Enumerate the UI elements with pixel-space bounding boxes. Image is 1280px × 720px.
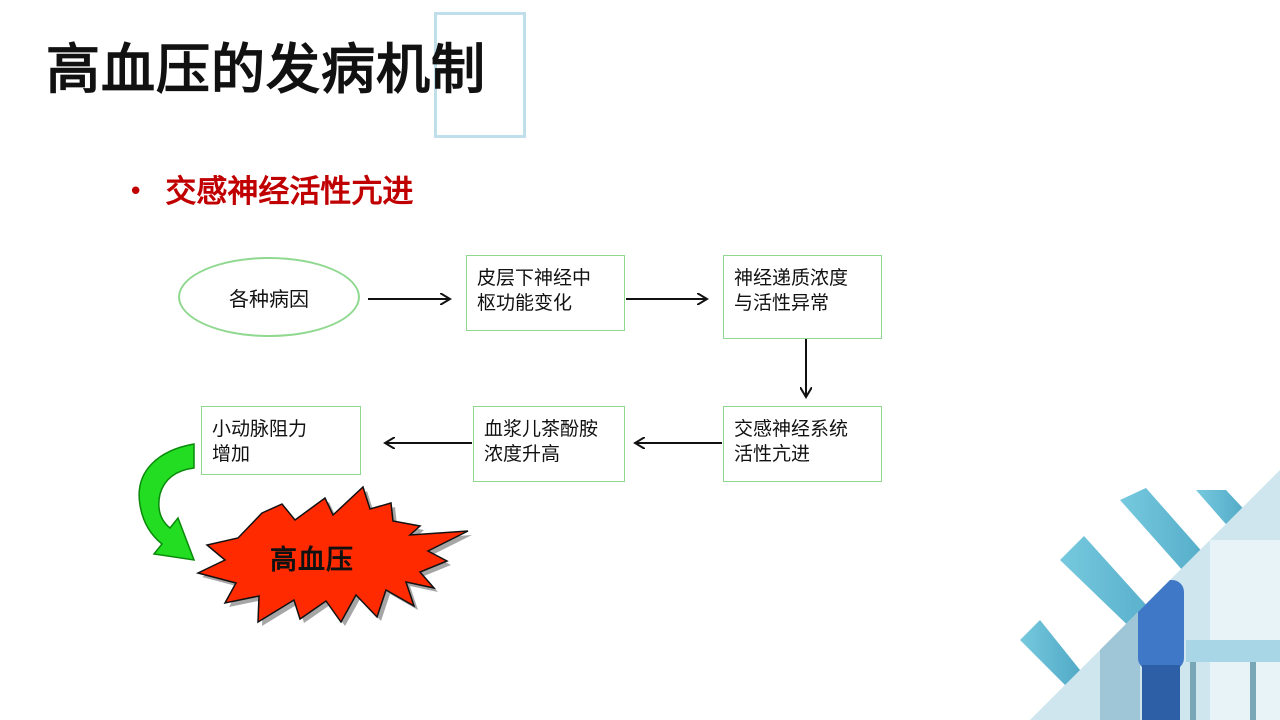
node-sympathetic-line2: 活性亢进 [734,443,811,465]
page-title: 高血压的发病机制 [46,38,486,101]
node-plasma-line1: 血浆儿茶酚胺 [484,418,599,440]
node-sympathetic-line1: 交感神经系统 [734,418,849,440]
node-arteriole-line2: 增加 [212,443,251,465]
node-arteriole-line1: 小动脉阻力 [212,418,308,440]
node-plasma-line2: 浓度升高 [484,443,561,465]
node-neurotransmitter-line2: 与活性异常 [734,292,830,314]
starburst-burst [195,485,469,624]
bullet-dot-icon: • [128,177,144,207]
node-neurotransmitter: 神经递质浓度 与活性异常 [723,255,882,339]
bullet-text: 交感神经活性亢进 [165,174,414,210]
node-subcortical-line2: 枢功能变化 [477,292,573,314]
node-sympathetic-system: 交感神经系统 活性亢进 [723,406,882,482]
node-causes: 各种病因 [178,257,360,337]
curved-arrow-icon [138,443,196,561]
node-subcortical-center: 皮层下神经中 枢功能变化 [466,255,625,331]
node-subcortical-line1: 皮层下神经中 [477,267,592,289]
bullet-item: • 交感神经活性亢进 [128,172,413,212]
node-plasma-catecholamine: 血浆儿茶酚胺 浓度升高 [473,406,625,482]
node-arteriole-resistance: 小动脉阻力 增加 [201,406,361,475]
node-hypertension-label: 高血压 [270,545,354,576]
node-neurotransmitter-line1: 神经递质浓度 [734,267,849,289]
title-decor-frame [434,12,526,138]
